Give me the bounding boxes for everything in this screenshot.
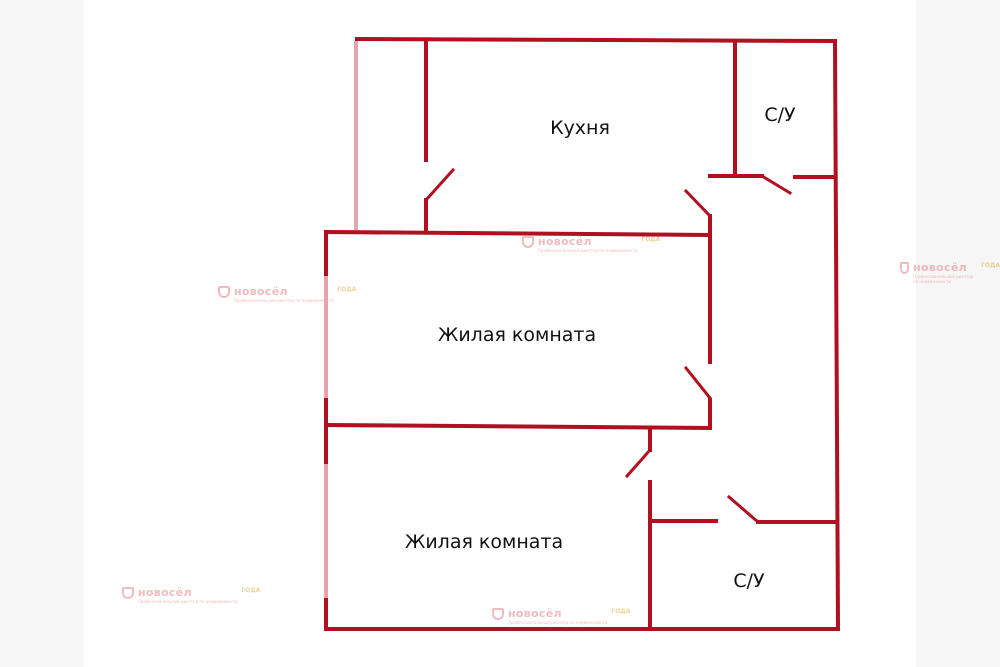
door-bathroom-top xyxy=(759,173,793,196)
label-living-room-1: Жилая комната xyxy=(438,324,596,346)
watermark-brand: новосёл xyxy=(913,261,967,274)
watermark-badge: ГОДА xyxy=(641,236,661,243)
house-icon xyxy=(122,587,134,599)
watermark-subtitle: Профессиональный риэлтор по недвижимости xyxy=(913,274,974,284)
watermark-brand: новосёл xyxy=(138,586,192,599)
wall-kitchen-bottom xyxy=(323,229,713,238)
house-icon xyxy=(218,286,230,298)
room-labels: Кухня С/У Жилая комната Жилая комната С/… xyxy=(405,104,796,592)
label-bathroom-top: С/У xyxy=(764,104,796,126)
watermark-subtitle: Профессиональный риэлтор по недвижимости xyxy=(538,248,638,253)
house-icon xyxy=(900,262,910,274)
door-living-2 xyxy=(624,447,653,479)
plan-background xyxy=(83,0,916,667)
door-kitchen-corridor xyxy=(683,188,713,219)
house-icon xyxy=(492,608,504,620)
watermark-brand: новосёл xyxy=(508,607,562,620)
watermark-brand: новосёл xyxy=(234,285,288,298)
label-kitchen: Кухня xyxy=(550,117,610,139)
wall-living-divider xyxy=(323,422,713,431)
wall-top xyxy=(354,36,838,44)
door-kitchen xyxy=(423,167,456,203)
walls xyxy=(323,36,841,632)
windows xyxy=(324,41,358,598)
house-icon xyxy=(522,236,534,248)
label-living-room-2: Жилая комната xyxy=(405,531,563,553)
watermark-subtitle: Профессиональный риэлтор по недвижимости xyxy=(234,298,334,303)
wall-right xyxy=(832,38,841,632)
doors xyxy=(423,167,793,525)
watermark-subtitle: Профессиональный риэлтор по недвижимости xyxy=(508,620,608,625)
door-living-1 xyxy=(683,365,713,401)
watermark-brand: новосёл xyxy=(538,235,592,248)
watermark-subtitle: Профессиональный риэлтор по недвижимости xyxy=(138,599,238,604)
door-bathroom-bottom xyxy=(726,494,761,525)
watermark-badge: ГОДА xyxy=(337,286,357,293)
watermark-badge: ГОДА xyxy=(241,587,261,594)
watermark-badge: ГОДА xyxy=(981,262,1000,269)
label-bathroom-bottom: С/У xyxy=(733,570,765,592)
watermark-badge: ГОДА xyxy=(611,608,631,615)
